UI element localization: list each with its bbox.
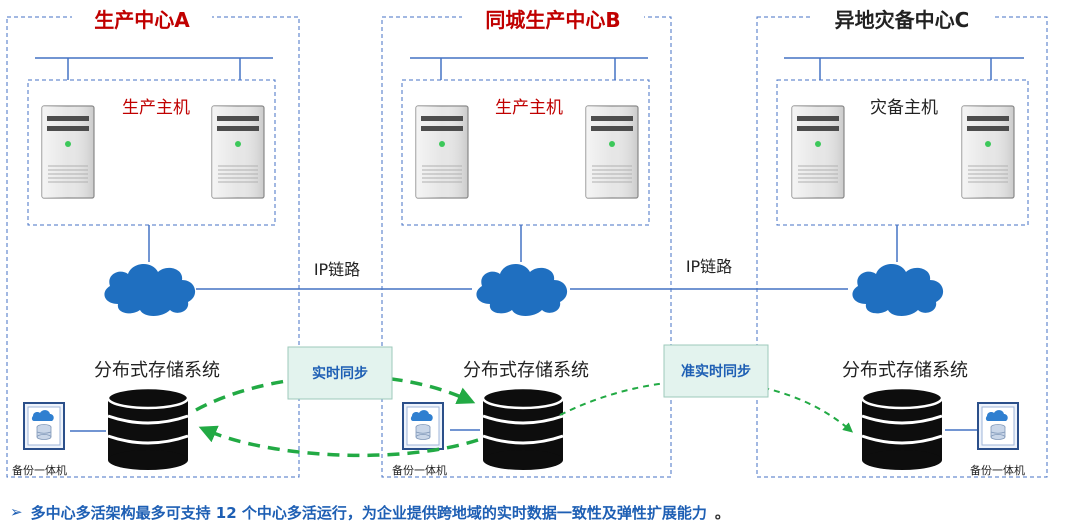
arrow-bullet-icon: ➢ <box>10 503 23 521</box>
cloud-icon <box>104 263 196 316</box>
realtime-sync-label: 实时同步 <box>312 365 368 382</box>
center-b-box <box>381 16 672 478</box>
center-b-title: 同城生产中心B <box>485 8 620 32</box>
ip-link-label-ab: IP链路 <box>314 260 360 279</box>
center-b-host-label: 生产主机 <box>495 98 563 118</box>
center-c-host-label: 灾备主机 <box>870 98 938 118</box>
center-a-host-label: 生产主机 <box>122 98 190 118</box>
server-icon <box>211 105 265 199</box>
database-icon <box>481 386 565 472</box>
server-icon <box>415 105 469 199</box>
center-a-box <box>6 16 300 478</box>
footer-text: 多中心多活架构最多可支持 12 个中心多活运行，为企业提供跨地域的实时数据一致性… <box>30 503 707 522</box>
center-b-backup-label: 备份一体机 <box>392 463 447 477</box>
footer-note: ➢ 多中心多活架构最多可支持 12 个中心多活运行，为企业提供跨地域的实时数据一… <box>10 500 730 524</box>
center-c-backup-label: 备份一体机 <box>970 463 1025 477</box>
database-icon <box>106 386 190 472</box>
center-b-storage-label: 分布式存储系统 <box>463 360 589 381</box>
backup-appliance-icon <box>977 402 1019 450</box>
center-a-storage-label: 分布式存储系统 <box>94 360 220 381</box>
realtime-sync-arrow-a-to-b <box>195 374 476 412</box>
ip-link-label-bc: IP链路 <box>686 257 732 276</box>
cloud-icon <box>476 263 568 316</box>
realtime-sync-box <box>287 346 393 400</box>
server-icon <box>961 105 1015 199</box>
center-a-title: 生产中心A <box>94 8 190 32</box>
cloud-icon <box>852 263 944 316</box>
center-c-storage-label: 分布式存储系统 <box>842 360 968 381</box>
center-c-box <box>756 16 1048 478</box>
backup-appliance-icon <box>23 402 65 450</box>
server-icon <box>791 105 845 199</box>
footer-tail: 。 <box>714 503 730 522</box>
backup-appliance-icon <box>402 402 444 450</box>
database-icon <box>860 386 944 472</box>
server-icon <box>585 105 639 199</box>
center-c-host-box <box>776 79 1029 226</box>
server-icon <box>41 105 95 199</box>
realtime-sync-arrow-b-to-a <box>198 425 479 458</box>
near-realtime-sync-arrow-b-to-c <box>559 379 854 433</box>
center-c-title: 异地灾备中心C <box>835 8 970 32</box>
near-realtime-sync-box <box>663 344 769 398</box>
center-a-backup-label: 备份一体机 <box>12 463 67 477</box>
near-realtime-sync-label: 准实时同步 <box>681 363 751 380</box>
